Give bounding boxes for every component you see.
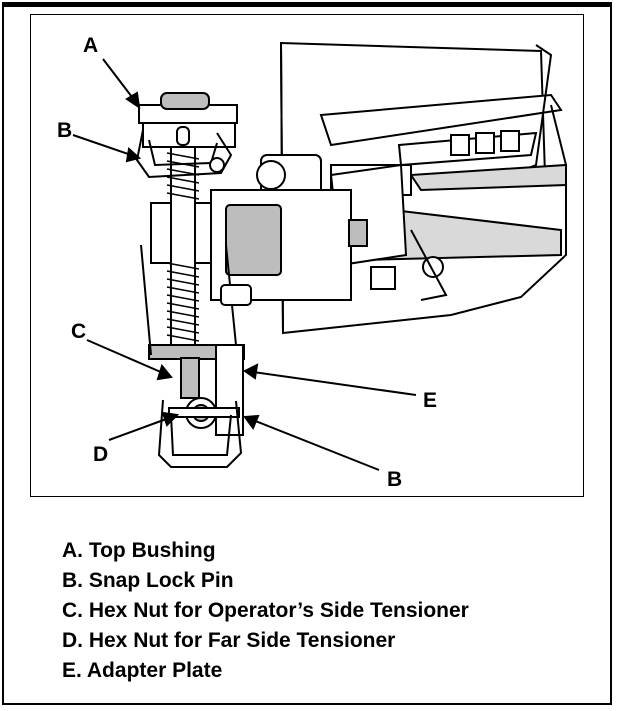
top-bushing [138,92,238,148]
callout-c: C [71,320,87,343]
callout-b-bottom: B [387,468,403,491]
lower-nut-assembly [168,357,240,429]
callout-d: D [93,443,109,466]
tensioner-assembly-illustration [72,41,567,471]
legend-item-hex-nut-operator-side: C. Hex Nut for Operator’s Side Tensioner [62,599,469,622]
callout-b-top: B [57,119,73,142]
legend-item-top-bushing: A. Top Bushing [62,539,216,562]
legend-item-adapter-plate: E. Adapter Plate [62,659,223,682]
callout-leaders [72,58,417,471]
legend-item-snap-lock-pin: B. Snap Lock Pin [62,569,234,592]
callout-a: A [83,34,99,57]
parts-legend: A. Top Bushing B. Snap Lock Pin C. Hex N… [62,536,469,686]
page-frame [2,2,612,705]
figure-panel: A B C E D B [30,14,584,497]
callout-e: E [423,389,438,412]
crossbar-arm [319,44,567,192]
legend-item-hex-nut-far-side: D. Hex Nut for Far Side Tensioner [62,629,396,652]
clamp-block [210,154,412,301]
snap-lock-pin-lower [157,399,243,468]
snap-lock-pin-upper [135,129,233,179]
